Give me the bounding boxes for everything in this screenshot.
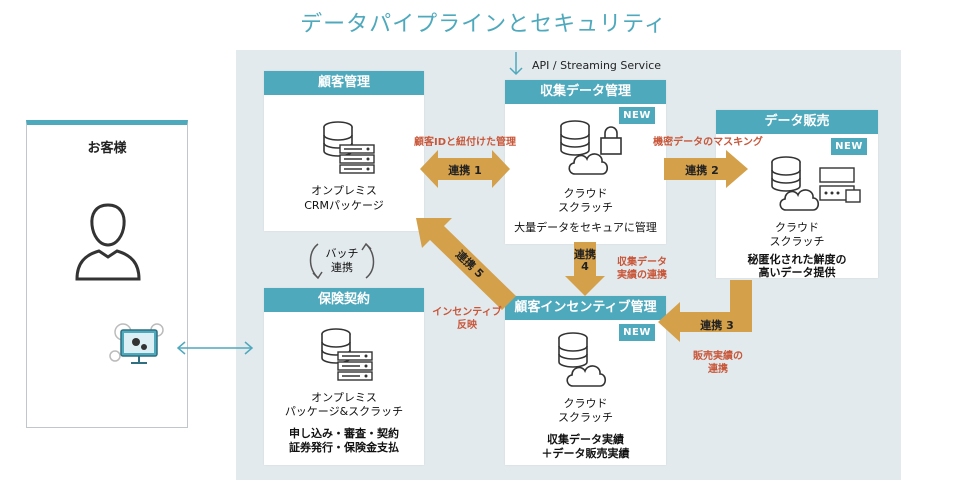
incentive-card: 顧客インセンティブ管理 NEW クラウド スクラッチ 収集データ実績 ＋データ販…	[505, 296, 666, 465]
crm-line2: CRMパッケージ	[304, 199, 384, 212]
collect-line2: スクラッチ	[558, 201, 613, 214]
onprem-server-icon	[323, 121, 375, 174]
link4-note1: 収集データ	[617, 257, 667, 268]
crm-header: 顧客管理	[264, 71, 424, 95]
link4-label1: 連携	[574, 248, 596, 261]
insurance-line2: パッケージ&スクラッチ	[284, 405, 404, 418]
incentive-desc1: 収集データ実績	[547, 433, 624, 446]
sales-new-badge: NEW	[831, 138, 867, 155]
computer-settings-icon	[109, 323, 164, 364]
insurance-desc1: 申し込み・審査・契約	[289, 427, 399, 440]
link3-label: 連携 3	[700, 319, 734, 332]
cloud-lock-icon	[560, 120, 622, 175]
link5-note2: 反映	[457, 320, 477, 331]
api-label: API / Streaming Service	[532, 59, 662, 72]
sales-card: データ販売 NEW クラウド スクラッチ 秘匿化された鮮度の 高いデータ提供	[716, 110, 878, 279]
incentive-desc2: ＋データ販売実績	[541, 447, 630, 460]
link1-label: 連携 1	[448, 164, 482, 177]
insurance-header: 保険契約	[264, 288, 424, 312]
link4-note2: 実績の連携	[617, 270, 667, 281]
collect-desc: 大量データをセキュアに管理	[514, 221, 657, 234]
link3-note2: 連携	[708, 364, 728, 375]
collect-header: 収集データ管理	[505, 80, 666, 104]
batch-line2: 連携	[331, 261, 353, 274]
sales-line2: スクラッチ	[769, 235, 825, 248]
sales-desc2: 高いデータ提供	[758, 266, 836, 279]
api-down-arrow	[509, 52, 523, 76]
collect-card: 収集データ管理 NEW クラウド スクラッチ 大量データをセキュアに管理	[505, 80, 666, 244]
link3-note1: 販売実績の	[693, 351, 743, 362]
insurance-desc2: 証券発行・保険金支払	[289, 441, 399, 454]
insurance-card: 保険契約 オンプレミス パッケージ&スクラッチ 申し込み・審査・契約 証券発行・…	[264, 288, 424, 465]
link3-arrow	[658, 280, 752, 342]
onprem-server-icon-2	[321, 328, 373, 381]
sales-line1: クラウド	[775, 221, 819, 234]
sales-header: データ販売	[716, 110, 878, 134]
customer-card: お客様	[26, 120, 188, 428]
crm-line1: オンプレミス	[311, 184, 377, 197]
cloud-masking-icon	[771, 156, 861, 211]
crm-card: 顧客管理 オンプレミス CRMパッケージ	[264, 71, 424, 231]
link4-arrow	[565, 242, 605, 296]
link5-arrow	[416, 218, 516, 310]
link2-arrow	[664, 150, 748, 188]
incentive-new-badge: NEW	[619, 324, 655, 341]
customer-link-arrow	[176, 341, 254, 355]
incentive-line2: スクラッチ	[558, 411, 613, 424]
insurance-line1: オンプレミス	[311, 391, 377, 404]
batch-cycle-icon	[309, 242, 375, 280]
sales-desc1: 秘匿化された鮮度の	[747, 253, 847, 266]
link2-note: 機密データのマスキング	[653, 137, 763, 148]
link4-label2: 4	[581, 260, 589, 273]
collect-new-badge: NEW	[619, 107, 655, 124]
link5-note1: インセンティブ	[432, 307, 502, 318]
incentive-header: 顧客インセンティブ管理	[505, 296, 666, 320]
page-title: データパイプラインとセキュリティ	[300, 12, 667, 37]
cloud-server-icon	[558, 332, 607, 387]
link2-label: 連携 2	[685, 164, 719, 177]
incentive-line1: クラウド	[563, 397, 608, 410]
batch-line1: バッチ	[325, 247, 359, 260]
link1-arrow	[420, 150, 510, 188]
person-icon	[75, 203, 141, 281]
collect-line1: クラウド	[563, 187, 608, 200]
link1-note: 顧客IDと紐付けた管理	[413, 137, 517, 148]
customer-title: お客様	[87, 141, 127, 156]
